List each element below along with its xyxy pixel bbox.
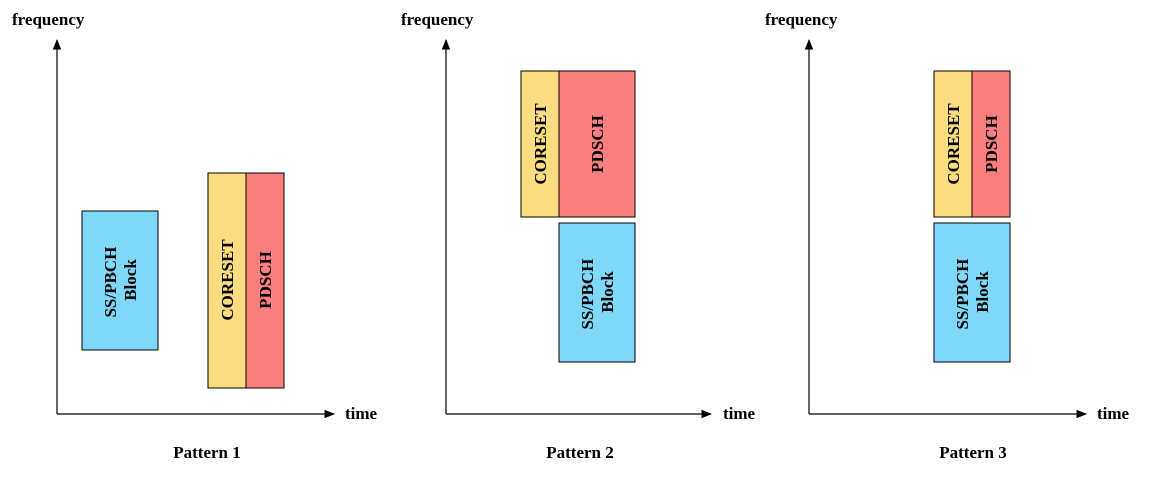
- pattern-3-caption: Pattern 3: [939, 443, 1007, 462]
- pattern-2-frequency-label: frequency: [401, 10, 474, 29]
- pattern-1-ss-pbch-label: SS/PBCH Block: [101, 242, 140, 317]
- pattern-1-ss-pbch-block: [81, 210, 159, 351]
- pattern-1-caption: Pattern 1: [173, 443, 241, 462]
- pattern-3-time-label: time: [1097, 404, 1130, 423]
- pattern-3-coreset-label: CORESET: [944, 103, 963, 185]
- pattern-3-ss-pbch-label: SS/PBCH Block: [953, 254, 992, 329]
- pattern-3-ss-pbch-block: [933, 222, 1011, 363]
- pattern-1-pdsch-label: PDSCH: [256, 251, 275, 309]
- pattern-2-caption: Pattern 2: [546, 443, 614, 462]
- pattern-3-pdsch-label: PDSCH: [982, 115, 1001, 173]
- pattern-1-coreset-block: [207, 172, 247, 389]
- pattern-1-time-label: time: [345, 404, 378, 423]
- pattern-1: frequency time SS/PBCH Block CORESET PDS…: [12, 10, 378, 462]
- pattern-2: frequency time CORESET PDSCH SS/PBCH Blo…: [401, 10, 756, 462]
- pattern-2-pdsch-block: [558, 70, 636, 218]
- pattern-3: frequency time CORESET PDSCH SS/PBCH Blo…: [765, 10, 1130, 462]
- pattern-1-frequency-label: frequency: [12, 10, 85, 29]
- pattern-2-pdsch-label: PDSCH: [588, 115, 607, 173]
- pattern-2-coreset-label: CORESET: [531, 103, 550, 185]
- pattern-2-ss-pbch-label: SS/PBCH Block: [578, 254, 617, 329]
- pattern-1-coreset-label: CORESET: [218, 239, 237, 321]
- pattern-2-time-label: time: [723, 404, 756, 423]
- pattern-1-pdsch-block: [245, 172, 285, 389]
- pattern-2-coreset-block: [520, 70, 560, 218]
- pattern-3-frequency-label: frequency: [765, 10, 838, 29]
- pattern-3-pdsch-block: [971, 70, 1011, 218]
- pattern-2-ss-pbch-block: [558, 222, 636, 363]
